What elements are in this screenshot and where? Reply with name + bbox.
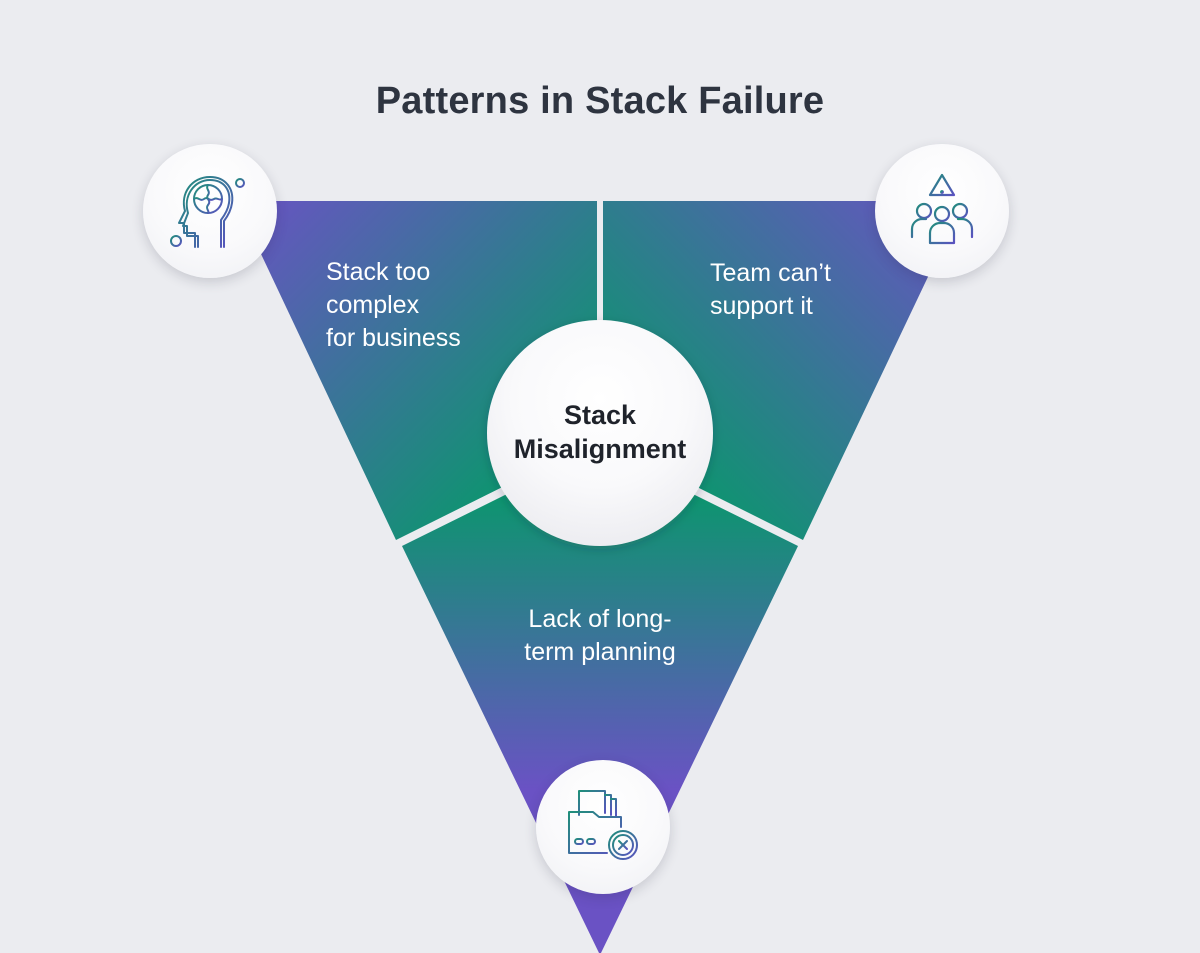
icon-circle-complexity [143, 144, 277, 278]
team-warning-icon [910, 173, 974, 245]
center-label: Stack Misalignment [487, 398, 713, 466]
page-title: Patterns in Stack Failure [375, 80, 825, 122]
label-line: complex [326, 291, 420, 319]
icon-circle-team [875, 144, 1009, 278]
segment-label-team: Team can’t support it [710, 257, 831, 323]
folder-rejected-icon [568, 790, 638, 860]
center-label-line2: Misalignment [513, 434, 687, 464]
head-puzzle-icon [170, 176, 245, 248]
center-label-line1: Stack [563, 400, 637, 430]
label-line: Stack too [326, 258, 431, 286]
label-line: support it [710, 292, 813, 320]
icon-circle-planning [536, 760, 670, 894]
center-circle [487, 320, 713, 546]
segment-planning [402, 448, 798, 953]
label-line: Lack of long- [528, 605, 672, 633]
label-line: for business [326, 324, 461, 352]
segment-label-complexity: Stack too complex for business [326, 256, 461, 355]
label-line: Team can’t [710, 259, 831, 287]
label-line: term planning [524, 638, 676, 666]
segment-label-planning: Lack of long- term planning [480, 603, 720, 669]
